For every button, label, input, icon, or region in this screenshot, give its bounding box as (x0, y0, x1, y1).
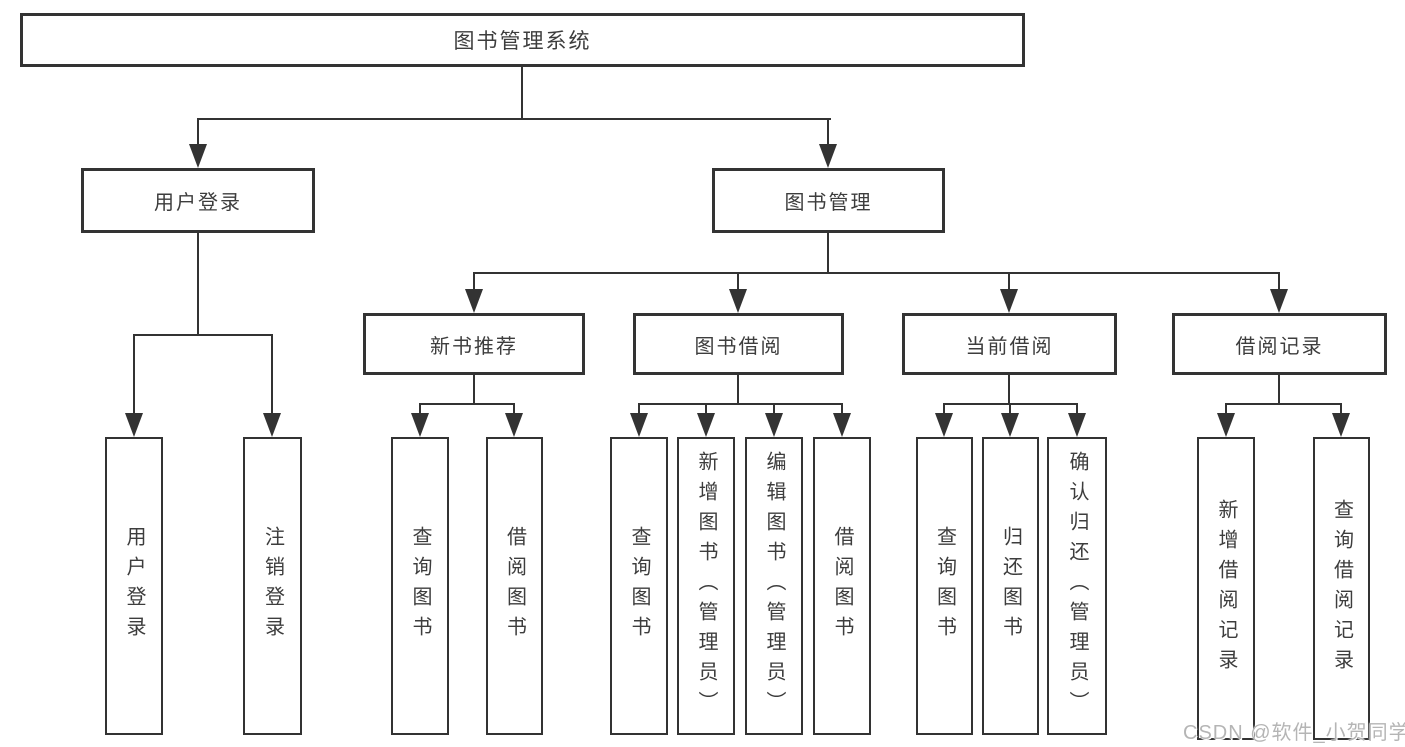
connector-line (638, 403, 640, 415)
connector-line (1008, 272, 1010, 291)
connector-line (705, 403, 707, 415)
connector-line (1008, 375, 1010, 405)
connector-line (943, 403, 945, 415)
connector-line (737, 272, 739, 291)
connector-line (1225, 403, 1227, 415)
connector-line (419, 403, 421, 415)
arrow-down-icon (125, 413, 143, 437)
connector-line (271, 334, 273, 415)
arrow-down-icon (1217, 413, 1235, 437)
connector-line (841, 403, 843, 415)
connector-line (419, 403, 515, 405)
arrow-down-icon (697, 413, 715, 437)
arrow-down-icon (263, 413, 281, 437)
node-query-books-borrowing: 查询图书 (610, 437, 668, 735)
connector-line (638, 403, 843, 405)
connector-line (133, 334, 273, 336)
connector-line (737, 375, 739, 405)
arrow-down-icon (189, 144, 207, 168)
node-user-login-leaf: 用户登录 (105, 437, 163, 735)
connector-line (133, 334, 135, 415)
arrow-down-icon (465, 289, 483, 313)
arrow-down-icon (1270, 289, 1288, 313)
node-current-borrowing: 当前借阅 (902, 313, 1117, 375)
node-new-book-recommendation: 新书推荐 (363, 313, 585, 375)
node-query-books-recommend: 查询图书 (391, 437, 449, 735)
arrow-down-icon (411, 413, 429, 437)
connector-line (473, 272, 475, 291)
node-query-borrow-record: 查询借阅记录 (1313, 437, 1370, 740)
connector-line (1278, 272, 1280, 291)
arrow-down-icon (505, 413, 523, 437)
node-return-books: 归还图书 (982, 437, 1039, 735)
arrow-down-icon (833, 413, 851, 437)
watermark: CSDN @软件_小贺同学 (1183, 722, 1405, 744)
connector-line (473, 272, 1280, 274)
connector-line (197, 118, 831, 120)
node-borrow-books-borrowing: 借阅图书 (813, 437, 871, 735)
arrow-down-icon (729, 289, 747, 313)
node-book-management: 图书管理 (712, 168, 945, 233)
connector-line (827, 233, 829, 274)
connector-line (197, 233, 199, 336)
node-library-management-system: 图书管理系统 (20, 13, 1025, 67)
node-edit-books-admin: 编辑图书（管理员） (745, 437, 803, 735)
connector-line (473, 375, 475, 405)
arrow-down-icon (630, 413, 648, 437)
connector-line (513, 403, 515, 415)
node-query-books-current: 查询图书 (916, 437, 973, 735)
connector-line (827, 118, 829, 148)
connector-line (773, 403, 775, 415)
node-add-books-admin: 新增图书（管理员） (677, 437, 735, 735)
node-user-login: 用户登录 (81, 168, 315, 233)
connector-line (521, 66, 523, 120)
arrow-down-icon (1332, 413, 1350, 437)
arrow-down-icon (1000, 289, 1018, 313)
node-borrowing-records: 借阅记录 (1172, 313, 1387, 375)
arrow-down-icon (935, 413, 953, 437)
node-confirm-return-admin: 确认归还（管理员） (1047, 437, 1107, 735)
node-borrow-books-recommend: 借阅图书 (486, 437, 543, 735)
arrow-down-icon (1068, 413, 1086, 437)
arrow-down-icon (1001, 413, 1019, 437)
connector-line (1009, 403, 1011, 415)
node-add-borrow-record: 新增借阅记录 (1197, 437, 1255, 740)
connector-line (1340, 403, 1342, 415)
connector-line (197, 118, 199, 148)
arrow-down-icon (765, 413, 783, 437)
node-logout: 注销登录 (243, 437, 302, 735)
node-book-borrowing: 图书借阅 (633, 313, 844, 375)
connector-line (1225, 403, 1342, 405)
arrow-down-icon (819, 144, 837, 168)
connector-line (1076, 403, 1078, 415)
connector-line (1278, 375, 1280, 405)
